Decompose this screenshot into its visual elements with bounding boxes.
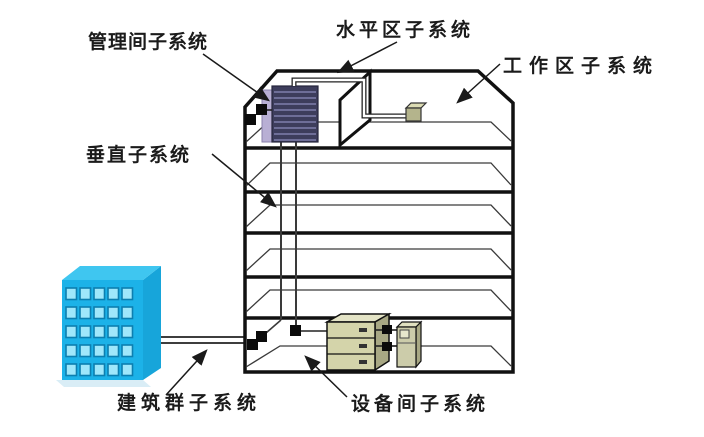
connector-top-upper bbox=[256, 104, 267, 115]
arrow-work-area bbox=[456, 63, 501, 104]
campus-window bbox=[79, 363, 92, 377]
campus-window bbox=[121, 306, 134, 320]
campus-window bbox=[107, 325, 120, 339]
campus-window bbox=[79, 325, 92, 339]
campus-backbone-cables bbox=[161, 336, 258, 344]
wall-outlet-box bbox=[404, 102, 428, 122]
drawer-handle-1 bbox=[359, 328, 367, 332]
riser-to-entry-link bbox=[265, 319, 282, 334]
label-vertical-subsystem: 垂直子系统 bbox=[86, 144, 192, 166]
connector-cabinet-tower-1 bbox=[382, 325, 392, 334]
campus-window bbox=[93, 325, 106, 339]
campus-window bbox=[65, 325, 78, 339]
campus-window bbox=[107, 306, 120, 320]
campus-window bbox=[121, 287, 134, 301]
conduit-inner bbox=[292, 78, 407, 118]
arrow-management bbox=[202, 53, 271, 102]
campus-window bbox=[93, 306, 106, 320]
riser-cables bbox=[265, 142, 297, 334]
label-management-subsystem: 管理间子系统 bbox=[88, 31, 209, 53]
equipment-room bbox=[300, 312, 423, 372]
equipment-cabinet-front bbox=[326, 321, 376, 371]
server-tower bbox=[395, 320, 423, 369]
arrow-vertical bbox=[211, 153, 277, 208]
campus-window bbox=[107, 344, 120, 358]
connector-cabinet-tower-2 bbox=[382, 342, 392, 351]
campus-window bbox=[107, 287, 120, 301]
connector-entry-lower bbox=[247, 339, 258, 350]
campus-window bbox=[65, 287, 78, 301]
annotation-arrows bbox=[165, 41, 501, 398]
drawer-handle-3 bbox=[359, 360, 367, 364]
drawer-handle-2 bbox=[359, 344, 367, 348]
label-work-area-subsystem: 工作区子系统 bbox=[503, 55, 660, 77]
label-equipment-room-subsystem: 设备间子系统 bbox=[351, 393, 490, 415]
floor-2-surface bbox=[245, 162, 512, 187]
campus-building bbox=[56, 266, 161, 387]
campus-window bbox=[121, 363, 134, 377]
label-horizontal-subsystem: 水平区子系统 bbox=[336, 19, 475, 41]
floor-1-surface bbox=[245, 121, 512, 143]
campus-window bbox=[121, 325, 134, 339]
horizontal-conduit bbox=[291, 77, 407, 119]
server-tower-side bbox=[415, 320, 422, 369]
campus-window bbox=[79, 306, 92, 320]
campus-building-top-face bbox=[62, 266, 161, 280]
campus-window bbox=[107, 363, 120, 377]
floor-3-surface bbox=[245, 204, 512, 228]
connector-riser-bottom bbox=[290, 325, 301, 336]
connector-squares bbox=[245, 104, 392, 351]
server-tower-bay bbox=[399, 329, 410, 339]
campus-window bbox=[65, 306, 78, 320]
label-campus-subsystem: 建筑群子系统 bbox=[117, 392, 262, 414]
arrow-horizontal bbox=[336, 41, 398, 74]
equipment-cabinet bbox=[324, 312, 392, 372]
campus-window bbox=[93, 287, 106, 301]
floor-4-surface bbox=[245, 248, 512, 272]
campus-window bbox=[79, 287, 92, 301]
campus-window bbox=[79, 344, 92, 358]
management-cabinet-front bbox=[271, 85, 319, 143]
outlet-box-front bbox=[405, 107, 422, 122]
arrow-campus bbox=[165, 349, 208, 396]
connector-top-lower bbox=[245, 114, 256, 125]
campus-window bbox=[121, 344, 134, 358]
campus-window bbox=[65, 344, 78, 358]
management-cabinet-side bbox=[261, 89, 273, 143]
campus-window bbox=[93, 344, 106, 358]
arrow-equipment-room bbox=[304, 355, 348, 398]
management-cabinet-slots bbox=[274, 91, 316, 141]
campus-building-windows bbox=[65, 287, 134, 377]
cabinet-tower-links bbox=[375, 329, 397, 347]
campus-window bbox=[93, 363, 106, 377]
campus-window bbox=[65, 363, 78, 377]
campus-building-side-face bbox=[143, 266, 161, 380]
floor-5-surface bbox=[245, 289, 512, 313]
connector-entry-upper bbox=[256, 331, 267, 342]
campus-building-shadow bbox=[56, 380, 151, 387]
management-cabinet bbox=[261, 85, 319, 143]
floor-slabs bbox=[245, 146, 513, 320]
